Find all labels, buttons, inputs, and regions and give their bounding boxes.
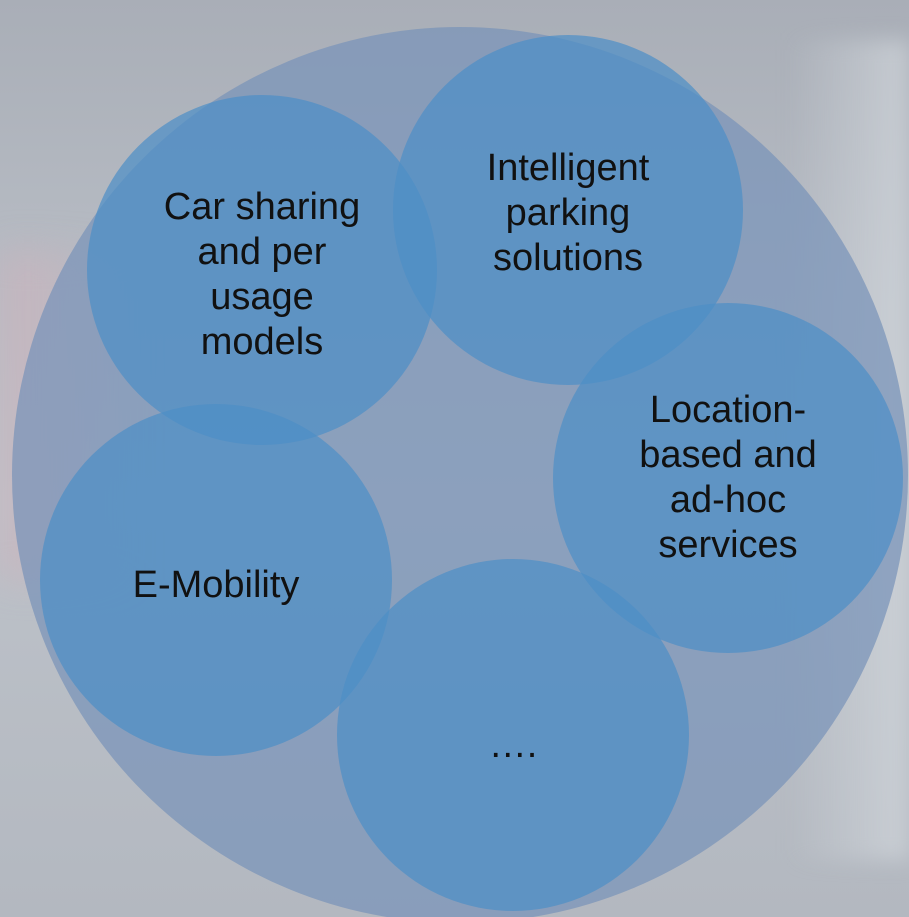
bubble-more[interactable] [337, 559, 689, 911]
bubble-intelligent-parking[interactable] [393, 35, 743, 385]
bubble-e-mobility[interactable] [40, 404, 392, 756]
bubble-location-based[interactable] [553, 303, 903, 653]
bubble-car-sharing[interactable] [87, 95, 437, 445]
